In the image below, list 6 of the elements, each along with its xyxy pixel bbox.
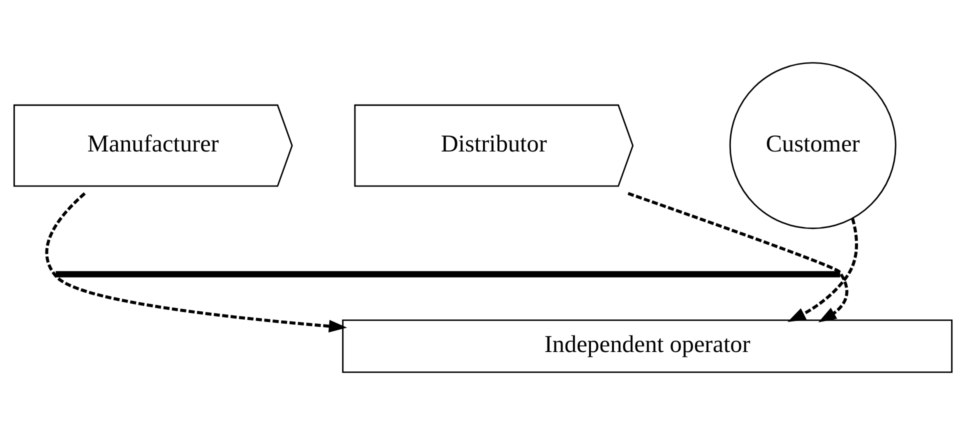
node-bar (56, 271, 840, 278)
node-box: Independent operator (342, 319, 953, 373)
arrow (788, 218, 858, 322)
arrow (45, 192, 348, 333)
node-circle: Customer (729, 62, 896, 230)
arrow (628, 192, 848, 322)
